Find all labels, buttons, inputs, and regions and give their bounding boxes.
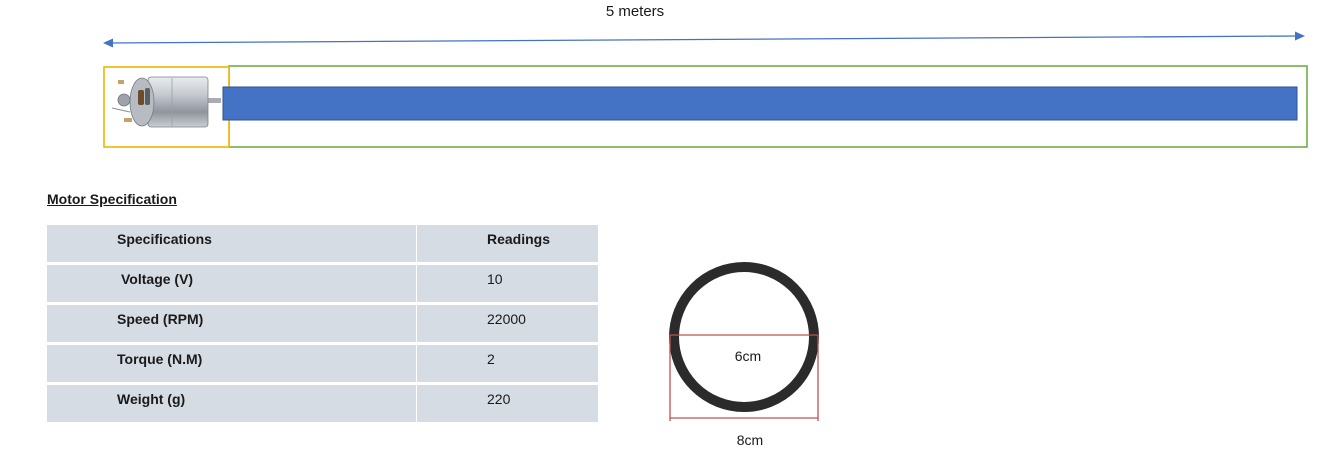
- motor-spec-table: Specifications Readings Voltage (V) 10 S…: [47, 225, 599, 425]
- spec-cell: Voltage (V): [47, 263, 417, 305]
- reading-cell: 220: [416, 383, 599, 425]
- spec-cell: Torque (N.M): [47, 343, 417, 385]
- inner-diameter-label: 6cm: [734, 348, 762, 364]
- table-row: Torque (N.M) 2: [47, 343, 599, 385]
- spec-cell: Weight (g): [47, 383, 417, 425]
- table-header-row: Specifications Readings: [47, 225, 599, 265]
- column-header-specifications: Specifications: [47, 225, 417, 265]
- table-row: Weight (g) 220: [47, 383, 599, 425]
- table-row: Speed (RPM) 22000: [47, 303, 599, 345]
- pipe-ring: [669, 262, 819, 412]
- reading-cell: 10: [416, 263, 599, 305]
- table-row: Voltage (V) 10: [47, 263, 599, 305]
- dc-motor-icon: [111, 76, 221, 128]
- double-arrow-icon: [103, 31, 1305, 48]
- outer-diameter-label: 8cm: [736, 432, 764, 448]
- reading-cell: 2: [416, 343, 599, 385]
- section-title: Motor Specification: [47, 191, 177, 207]
- reading-cell: 22000: [416, 303, 599, 345]
- column-header-readings: Readings: [416, 225, 599, 265]
- dimension-lines: [669, 334, 819, 421]
- length-label: 5 meters: [605, 3, 665, 20]
- spec-cell: Speed (RPM): [47, 303, 417, 345]
- shaft-bar: [222, 86, 1298, 121]
